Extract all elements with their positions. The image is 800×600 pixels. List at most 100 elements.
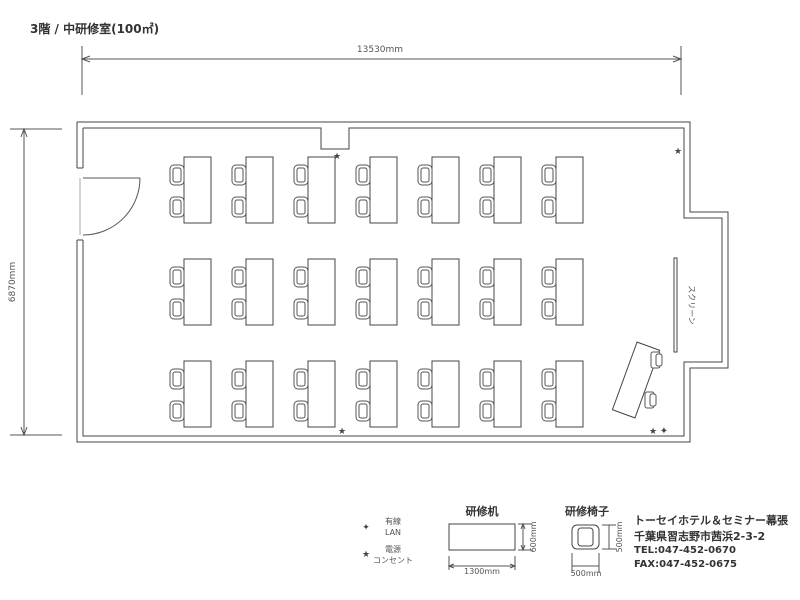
desk-group [355,258,398,326]
lan-legend-label-top: 有線 [385,516,401,526]
chair-back [358,403,368,419]
chair-back [420,269,430,285]
outlet-icon: ★ [649,427,657,437]
chair-back [358,269,368,285]
chair [169,298,185,320]
chair-back [482,269,492,285]
chair [355,266,371,288]
width-dimension [80,46,683,95]
desk-group [355,156,398,224]
chair-back [420,403,430,419]
chair [479,400,495,422]
desk [369,156,398,224]
chair-back [296,199,306,215]
chair-back [172,403,182,419]
lectern-chairs [644,351,663,409]
height-dimension-label: 6870mm [8,262,18,302]
desk-group [541,258,584,326]
chair [293,266,309,288]
chair [231,196,247,218]
hotel-fax: FAX:047-452-0675 [634,559,737,570]
desk-group [417,360,460,428]
chair [417,368,433,390]
chair-legend-dims [571,524,616,573]
hotel-address: 千葉県習志野市茜浜2-3-2 [634,529,765,543]
desk [493,258,522,326]
desk-group [479,360,522,428]
desk [183,360,212,428]
height-dimension [10,127,62,437]
chair-back [420,371,430,387]
desk-group [417,156,460,224]
desk-group [169,360,212,428]
chair [169,196,185,218]
chair-back [544,167,554,183]
desk [431,258,460,326]
chair-back [296,403,306,419]
chair-back [544,371,554,387]
chair-back [420,199,430,215]
chair-depth-label: 500mm [615,521,624,552]
chair [169,266,185,288]
chair-back [296,371,306,387]
chair [541,400,557,422]
desk [183,258,212,326]
chair-back [234,199,244,215]
chair-back [296,269,306,285]
chair-back [544,269,554,285]
chair [355,400,371,422]
desk [555,258,584,326]
desk [493,360,522,428]
chair-back [482,167,492,183]
chair-back [296,301,306,317]
chair-back [358,199,368,215]
chair [231,164,247,186]
chair-back [234,167,244,183]
desk-group [231,258,274,326]
chair-back [234,269,244,285]
chair [293,298,309,320]
desk-group [231,360,274,428]
desk-legend-shape [448,523,516,551]
screen-label: スクリーン [687,285,696,325]
desk [245,258,274,326]
chair [293,196,309,218]
chair [231,368,247,390]
desk [307,258,336,326]
chair-back [544,403,554,419]
projector-screen [673,257,678,353]
lan-legend-label-bottom: LAN [385,528,401,537]
chair-back [420,301,430,317]
desk-width-label: 1300mm [464,567,500,576]
chair [541,368,557,390]
chair [417,164,433,186]
chair-back [234,371,244,387]
chair-back [234,403,244,419]
desk [307,156,336,224]
chair-back [172,371,182,387]
chair-back [482,199,492,215]
desk-group [293,156,336,224]
lan-icon: ✦ [660,426,668,437]
chair [479,368,495,390]
chair [355,368,371,390]
chair [231,266,247,288]
chair [417,196,433,218]
chair [355,196,371,218]
room-walls [76,121,729,443]
chair [479,266,495,288]
desk-group [479,156,522,224]
chair-back [172,199,182,215]
outlet-icon: ★ [338,427,346,437]
chair-legend-title: 研修椅子 [565,504,609,518]
desk-group [169,258,212,326]
desk-depth-label: 600mm [529,521,538,552]
desk-group [293,360,336,428]
outlet-icon: ★ [333,152,341,162]
outlet-icon: ★ [674,147,682,157]
chair [541,266,557,288]
page-title: 3階 / 中研修室(100㎡) [30,21,159,36]
desk-legend-dims [447,522,532,570]
outlet-legend-label-top: 電源 [385,545,401,554]
chair [169,400,185,422]
